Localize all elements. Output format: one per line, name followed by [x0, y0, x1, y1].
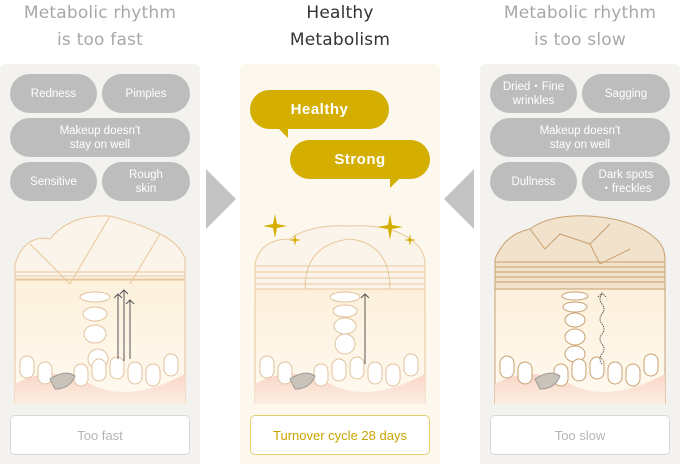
skin-diagram-slow	[494, 215, 666, 404]
skin-diagram-fast	[14, 215, 186, 404]
symptom-pill: Dried・Fine wrinkles	[490, 74, 577, 113]
title-fast-line2: is too fast	[57, 30, 143, 50]
bubble-strong: Strong	[290, 140, 430, 179]
skin-diagram-healthy	[254, 214, 426, 404]
symptom-pill: Pimples	[102, 74, 190, 113]
result-healthy: Turnover cycle 28 days	[250, 415, 430, 455]
result-too-fast: Too fast	[10, 415, 190, 455]
panel-too-slow: Dried・Fine wrinkles Sagging Makeup doesn…	[480, 64, 680, 464]
bubble-healthy: Healthy	[250, 90, 389, 129]
title-healthy-line1: Healthy	[306, 3, 374, 23]
panel-healthy: Healthy Strong	[240, 64, 440, 464]
symptom-pill: Dark spots ・freckles	[582, 162, 670, 201]
title-slow-line1: Metabolic rhythm	[503, 3, 657, 23]
title-fast: Metabolic rhythm is too fast	[0, 0, 210, 54]
bubble-tail	[278, 128, 288, 138]
bubble-tail	[390, 178, 400, 188]
symptom-pill: Rough skin	[102, 162, 190, 201]
symptom-pill: Makeup doesn't stay on well	[10, 118, 190, 157]
title-slow-line2: is too slow	[534, 30, 626, 50]
symptom-pill: Redness	[10, 74, 97, 113]
symptom-pill: Sensitive	[10, 162, 97, 201]
symptom-pill: Sagging	[582, 74, 670, 113]
title-fast-line1: Metabolic rhythm	[23, 3, 177, 23]
title-healthy: Healthy Metabolism	[230, 0, 450, 54]
title-slow: Metabolic rhythm is too slow	[470, 0, 680, 54]
result-too-slow: Too slow	[490, 415, 670, 455]
arrow-left-icon	[444, 169, 474, 229]
symptom-pill: Dullness	[490, 162, 577, 201]
title-healthy-line2: Metabolism	[289, 30, 391, 50]
arrow-right-icon	[206, 169, 236, 229]
symptom-pill: Makeup doesn't stay on well	[490, 118, 670, 157]
panel-too-fast: Redness Pimples Makeup doesn't stay on w…	[0, 64, 200, 464]
